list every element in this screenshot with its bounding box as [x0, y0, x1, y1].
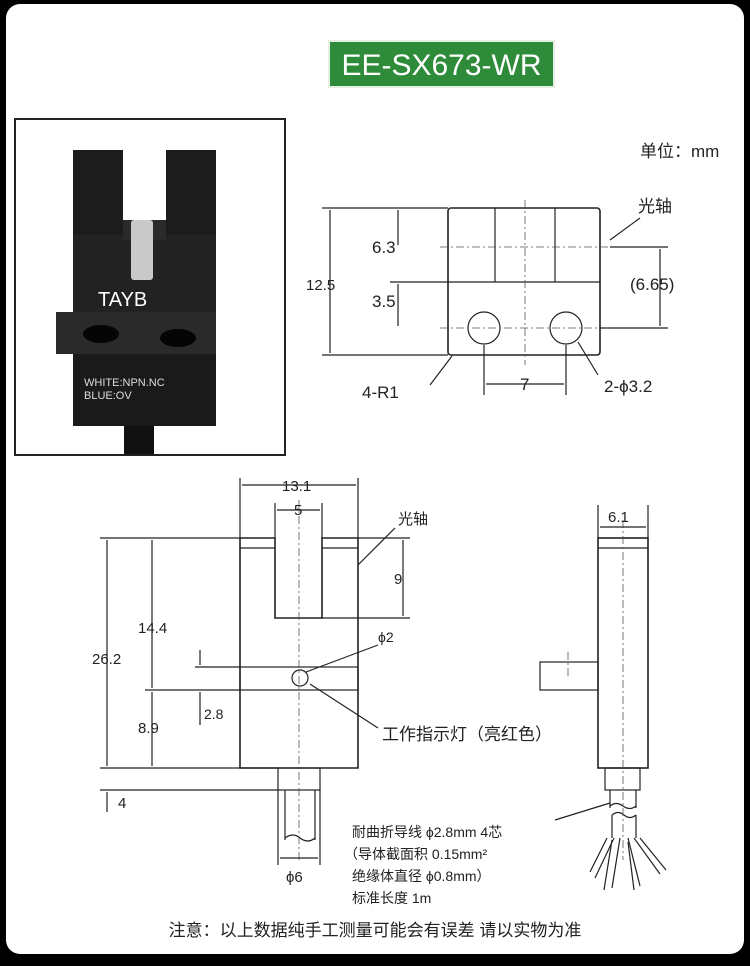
holes-label: 2-ϕ3.2	[604, 377, 652, 396]
product-photo: TAYB WHITE:NPN.NC BLUE:OV	[14, 118, 286, 456]
top-view: 12.5 6.3 3.5 (6.65) 光轴 4-R1 7 2-ϕ3.2	[306, 197, 674, 402]
footer-note: 注意：以上数据纯手工测量可能会有误差 请以实物为准	[168, 921, 582, 940]
wire-label-blue: BLUE:OV	[84, 390, 132, 402]
corner-radius-label: 4-R1	[362, 383, 399, 402]
dim-9: 9	[394, 571, 402, 588]
dim-5: 5	[294, 502, 302, 519]
unit-label: 单位：mm	[640, 142, 719, 161]
brand-label: TAYB	[98, 289, 147, 311]
dim-6-3: 6.3	[372, 238, 396, 257]
led-diameter-label: ϕ2	[378, 629, 394, 645]
optical-axis-label-front: 光轴	[398, 511, 428, 528]
dim-7: 7	[520, 375, 529, 394]
dim-8-9: 8.9	[138, 720, 159, 737]
cable-spec-line: 标准长度 1m	[352, 890, 431, 906]
indicator-label: 工作指示灯（亮红色）	[382, 725, 552, 744]
optical-axis-label: 光轴	[638, 197, 672, 216]
dim-13-1: 13.1	[282, 478, 311, 495]
wire-label-white: WHITE:NPN.NC	[84, 377, 165, 389]
dim-26-2: 26.2	[92, 651, 121, 668]
dim-6-1: 6.1	[608, 509, 629, 526]
dim-3-5: 3.5	[372, 292, 396, 311]
dim-14-4: 14.4	[138, 620, 167, 637]
side-view: 6.1	[539, 505, 667, 891]
dim-4: 4	[118, 795, 126, 812]
dim-2-8: 2.8	[204, 706, 224, 722]
cable-spec: 耐曲折导线 ϕ2.8mm 4芯 （导体截面积 0.15mm² 绝缘体直径 ϕ0.…	[344, 824, 502, 906]
cable-spec-line: 耐曲折导线 ϕ2.8mm 4芯	[352, 824, 502, 840]
front-view: 13.1 5 9 光轴 14.4 26.2 8.9 2.8 ϕ2 4 ϕ6 工作…	[92, 478, 552, 886]
dim-6-65: (6.65)	[630, 275, 674, 294]
model-title: EE-SX673-WR	[328, 40, 555, 88]
dim-12-5: 12.5	[306, 277, 335, 294]
cable-spec-line: （导体截面积 0.15mm²	[344, 846, 487, 862]
cable-diameter-label: ϕ6	[286, 869, 303, 886]
cable-spec-line: 绝缘体直径 ϕ0.8mm）	[352, 868, 491, 884]
